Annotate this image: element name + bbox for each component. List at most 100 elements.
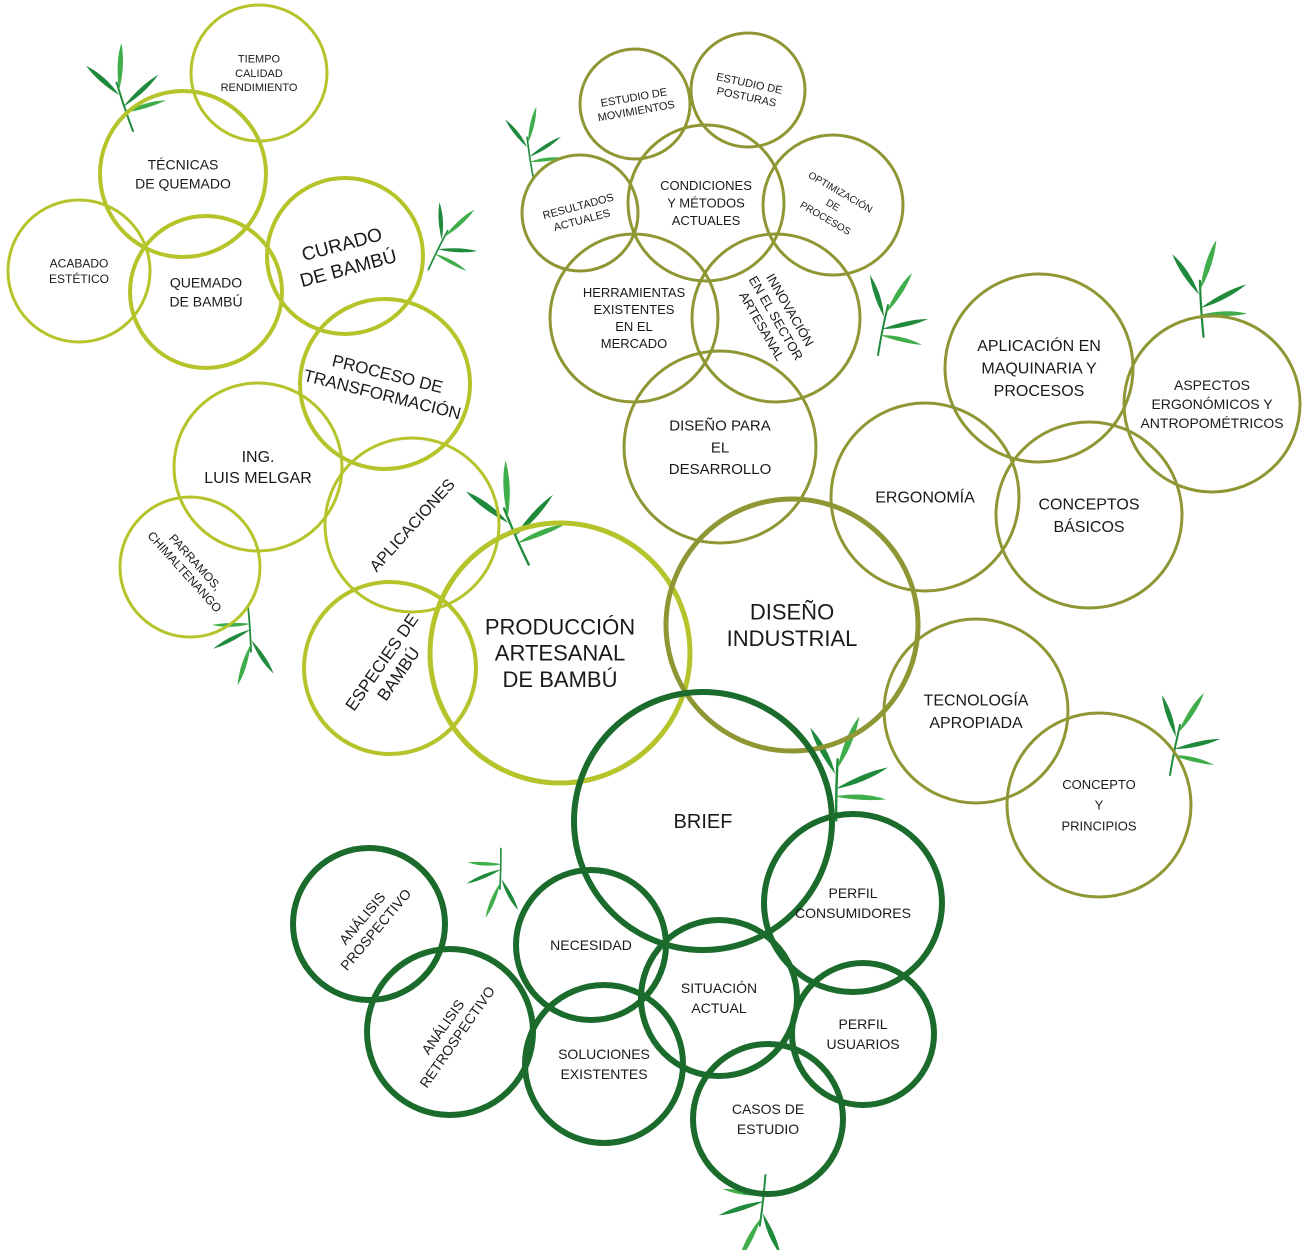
- perfil-consumidores-label: PERFIL CONSUMIDORES: [795, 885, 911, 921]
- brief-label-line: BRIEF: [674, 811, 733, 833]
- condiciones-metodos-label-line: CONDICIONES: [660, 178, 752, 193]
- tecnicas-quemado-label: TÉCNICAS DE QUEMADO: [135, 156, 231, 191]
- casos-estudio-label-line: ESTUDIO: [737, 1121, 799, 1137]
- analisis-prospectivo-label: ANÁLISISPROSPECTIVO: [324, 874, 415, 973]
- conceptos-basicos-circle: [994, 420, 1184, 610]
- brief-circle: [571, 689, 835, 953]
- aplicaciones-label-line: APLICACIONES: [367, 476, 459, 575]
- produccion-artesanal-label-line: ARTESANAL: [495, 641, 625, 666]
- perfil-usuarios-label-line: PERFIL: [838, 1016, 887, 1032]
- acabado-estetico-label-line: ACABADO: [50, 256, 109, 270]
- soluciones-existentes-label: SOLUCIONES EXISTENTES: [558, 1046, 650, 1082]
- bamboo-leaf-icon: [1162, 693, 1220, 776]
- innovacion-sector-circle: [690, 232, 862, 404]
- diseno-desarrollo-label-line: DESARROLLO: [669, 461, 772, 478]
- diseno-industrial-label-line: DISEÑO: [750, 600, 834, 625]
- ing-luis-melgar-label-line: LUIS MELGAR: [204, 470, 312, 487]
- perfil-usuarios-label-line: USUARIOS: [826, 1036, 899, 1052]
- parramos-circle: [118, 495, 262, 639]
- bamboo-leaf-icon: [1172, 240, 1248, 338]
- analisis-prospectivo-circle: [290, 845, 448, 1003]
- herramientas-existentes-label-line: MERCADO: [601, 336, 667, 351]
- brief-label: BRIEF: [674, 811, 733, 833]
- perfil-consumidores-label-line: PERFIL: [828, 885, 877, 901]
- circles-layer: [6, 3, 1302, 1197]
- bamboo-leaf-icon: [427, 202, 478, 272]
- aspectos-ergonomicos-circle: [1122, 314, 1302, 494]
- produccion-artesanal-circle: [427, 520, 693, 786]
- bamboo-leaf-icon: [718, 1174, 781, 1250]
- perfil-usuarios-label: PERFIL USUARIOS: [826, 1016, 899, 1052]
- concepto-principios-circle: [1005, 711, 1193, 899]
- bamboo-leaf-icon: [810, 716, 888, 822]
- situacion-actual-label-line: SITUACIÓN: [681, 980, 757, 996]
- aspectos-ergonomicos-label-line: ANTROPOMÉTRICOS: [1140, 415, 1283, 431]
- diseno-industrial-circle: [663, 496, 921, 754]
- parramos-label: PARRAMOS,CHIMALTENANGO: [145, 519, 236, 615]
- proceso-transformacion-circle: [298, 297, 472, 471]
- perfil-usuarios-circle: [789, 960, 937, 1108]
- ergonomia-label-line: ERGONOMÍA: [875, 488, 975, 507]
- perfil-consumidores-circle: [761, 811, 945, 995]
- estudio-movimientos-label: ESTUDIO DEMOVIMIENTOS: [594, 85, 675, 124]
- tecnicas-quemado-circle: [98, 89, 268, 259]
- necesidad-label: NECESIDAD: [550, 937, 632, 953]
- perfil-consumidores-label-line: CONSUMIDORES: [795, 905, 911, 921]
- herramientas-existentes-label-line: EXISTENTES: [594, 302, 675, 317]
- situacion-actual-label-line: ACTUAL: [691, 1000, 746, 1016]
- tecnologia-apropiada-circle: [882, 617, 1070, 805]
- tecnologia-apropiada-label-line: TECNOLOGÍA: [924, 690, 1029, 709]
- diseno-desarrollo-label-line: DISEÑO PARA: [669, 418, 770, 435]
- curado-bambu-circle: [265, 176, 425, 336]
- analisis-retrospectivo-label: ANÁLISISRETROSPECTIVO: [402, 973, 498, 1090]
- optimizacion-procesos-circle: [761, 133, 905, 277]
- situacion-actual-label: SITUACIÓN ACTUAL: [681, 980, 757, 1016]
- quemado-bambu-label-line: QUEMADO: [170, 274, 242, 290]
- concepto-principios-label-line: Y: [1095, 798, 1104, 813]
- casos-estudio-label-line: CASOS DE: [732, 1101, 804, 1117]
- tecnicas-quemado-label-line: DE QUEMADO: [135, 175, 231, 191]
- tiempo-calidad-label-line: TIEMPO: [238, 54, 281, 66]
- produccion-artesanal-label-line: DE BAMBÚ: [503, 667, 618, 692]
- resultados-actuales-circle: [520, 153, 640, 273]
- soluciones-existentes-label-line: EXISTENTES: [560, 1066, 647, 1082]
- estudio-movimientos-circle: [578, 47, 692, 161]
- acabado-estetico-label-line: ESTÉTICO: [49, 271, 109, 286]
- estudio-posturas-label: ESTUDIO DEPOSTURAS: [712, 71, 783, 110]
- soluciones-existentes-label-line: SOLUCIONES: [558, 1046, 650, 1062]
- aspectos-ergonomicos-label-line: ASPECTOS: [1174, 377, 1250, 393]
- soluciones-existentes-circle: [522, 982, 686, 1146]
- estudio-posturas-circle: [689, 31, 807, 149]
- aspectos-ergonomicos-label-line: ERGONÓMICOS Y: [1151, 396, 1273, 412]
- especies-bambu-circle: [302, 580, 478, 756]
- necesidad-circle: [513, 867, 669, 1023]
- ing-luis-melgar-label-line: ING.: [242, 449, 275, 466]
- diseno-desarrollo-circle: [622, 349, 818, 545]
- ergonomia-label: ERGONOMÍA: [875, 488, 975, 507]
- acabado-estetico-circle: [6, 198, 152, 344]
- curado-bambu-label: CURADODE BAMBÚ: [291, 222, 399, 292]
- herramientas-existentes-label-line: HERRAMIENTAS: [583, 285, 686, 300]
- optimizacion-procesos-label: OPTIMIZACIÓNDEPROCESOS: [791, 168, 875, 241]
- aplicacion-maquinaria-label-line: PROCESOS: [994, 383, 1085, 400]
- casos-estudio-label: CASOS DE ESTUDIO: [732, 1101, 804, 1137]
- diseno-industrial-label-line: INDUSTRIAL: [727, 626, 858, 651]
- tecnicas-quemado-label-line: TÉCNICAS: [148, 156, 219, 172]
- diseno-desarrollo-label-line: EL: [711, 439, 729, 456]
- casos-estudio-circle: [690, 1041, 846, 1197]
- condiciones-metodos-circle: [626, 123, 786, 283]
- concepto-principios-label-line: CONCEPTO: [1062, 777, 1135, 792]
- tiempo-calidad-label-line: RENDIMIENTO: [221, 82, 298, 94]
- especies-bambu-label: ESPECIES DEBAMBÚ: [342, 611, 439, 726]
- conceptos-basicos-label-line: BÁSICOS: [1053, 517, 1124, 536]
- ing-luis-melgar-label: ING. LUIS MELGAR: [204, 449, 312, 487]
